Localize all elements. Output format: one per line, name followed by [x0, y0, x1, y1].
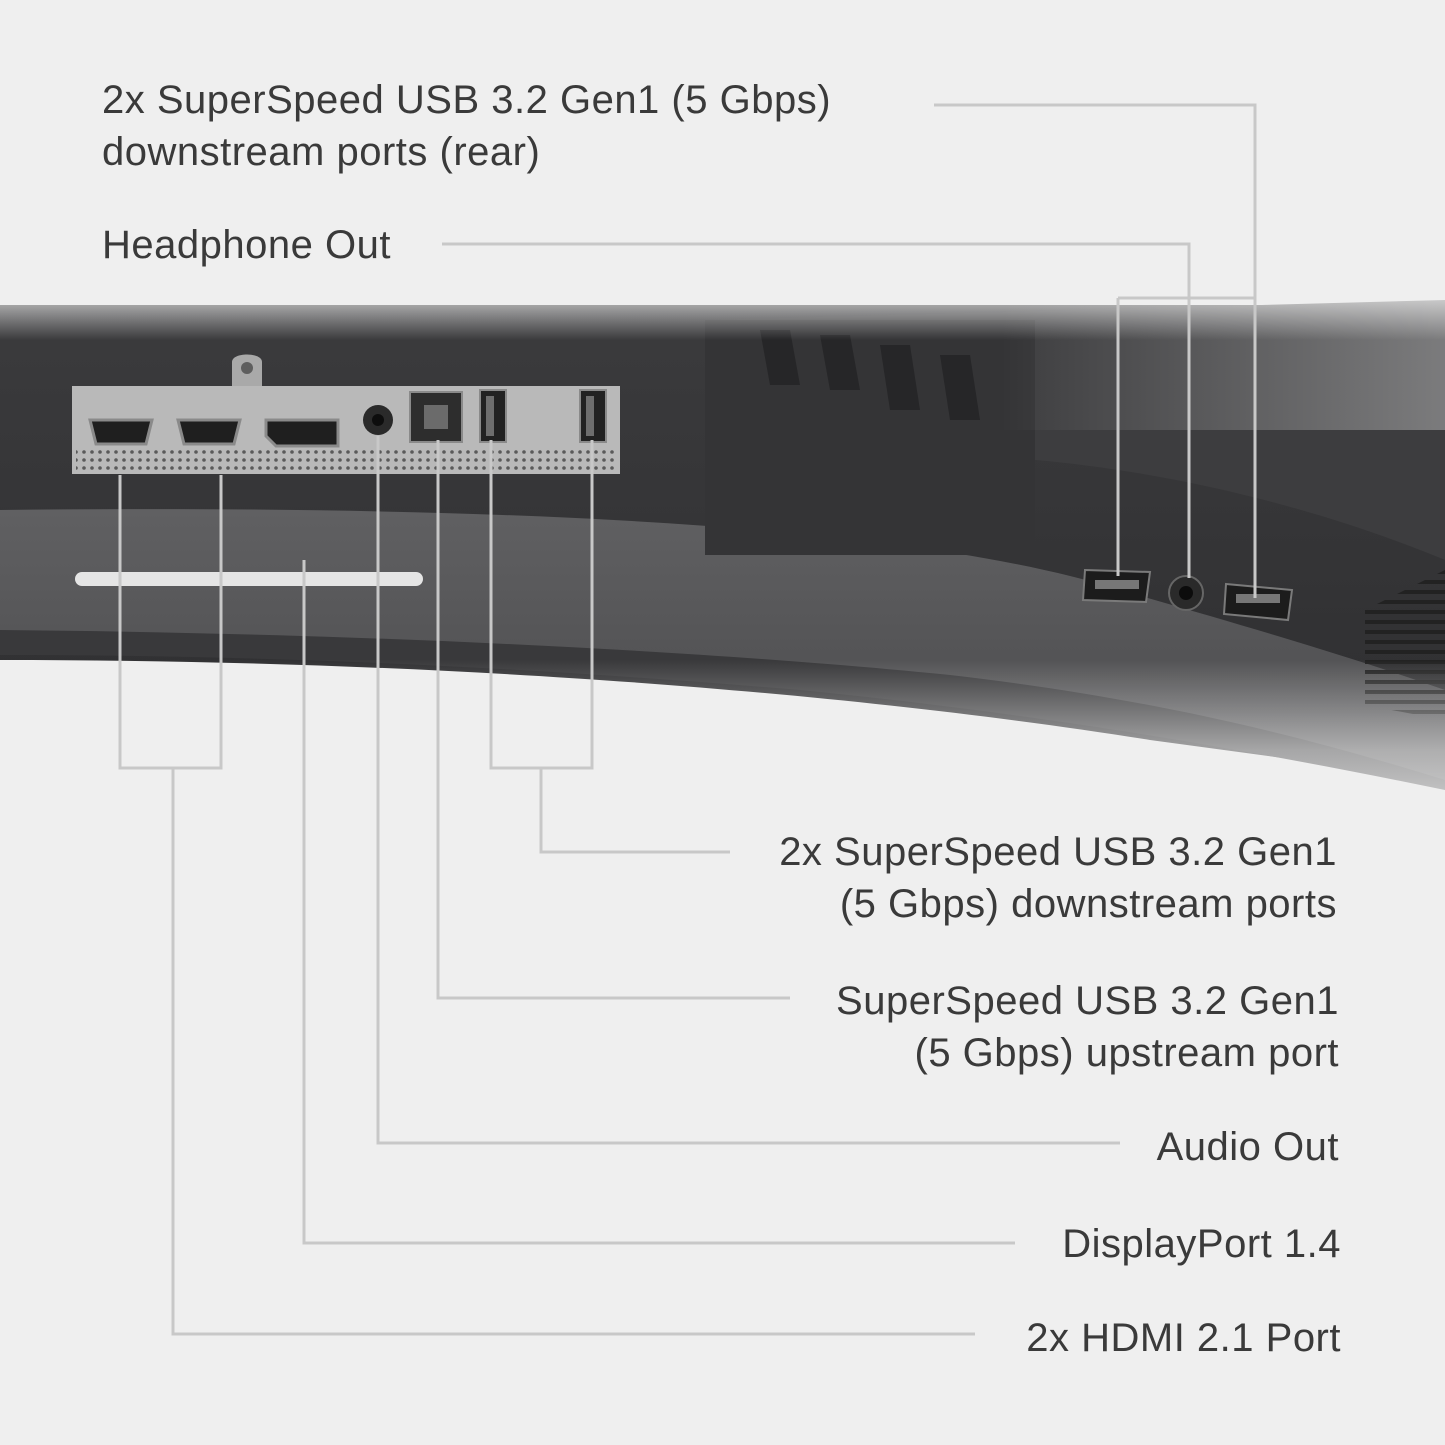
- leader-audio: [376, 436, 1120, 1145]
- leader-usb-upstream: [436, 440, 790, 1000]
- usb-downstream-port-2[interactable]: [579, 389, 607, 443]
- audio-out-jack[interactable]: [363, 405, 393, 435]
- label-usb-upstream: SuperSpeed USB 3.2 Gen1 (5 Gbps) upstrea…: [836, 975, 1339, 1079]
- label-headphone-line1: Headphone Out: [102, 223, 391, 267]
- label-audio-out: Audio Out: [1157, 1121, 1339, 1173]
- label-headphone: Headphone Out: [102, 219, 391, 271]
- side-port-panel: [1081, 568, 1294, 622]
- usb-rear-port-1[interactable]: [1081, 568, 1152, 604]
- label-usb-upstream-line2: (5 Gbps) upstream port: [914, 1031, 1339, 1075]
- headphone-jack[interactable]: [1168, 575, 1204, 611]
- hdmi-port-2[interactable]: [176, 418, 242, 446]
- leader-usb-rear: [934, 103, 1257, 598]
- mounting-screw: [241, 362, 253, 374]
- label-hdmi-line1: 2x HDMI 2.1 Port: [1026, 1316, 1341, 1360]
- usb-upstream-port[interactable]: [409, 391, 463, 443]
- label-hdmi: 2x HDMI 2.1 Port: [1026, 1312, 1341, 1364]
- usb-downstream-port-1[interactable]: [479, 389, 507, 443]
- leader-headphone: [442, 242, 1191, 578]
- label-usb-upstream-line1: SuperSpeed USB 3.2 Gen1: [836, 979, 1339, 1023]
- label-usb-rear-line1: 2x SuperSpeed USB 3.2 Gen1 (5 Gbps): [102, 78, 832, 122]
- hdmi-port-1[interactable]: [88, 418, 154, 446]
- usb-rear-port-2[interactable]: [1222, 582, 1294, 622]
- leader-displayport: [302, 560, 1015, 1245]
- label-audio-out-line1: Audio Out: [1156, 1125, 1339, 1169]
- leader-usb-downstream: [489, 440, 730, 854]
- label-usb-downstream-line1: 2x SuperSpeed USB 3.2 Gen1: [779, 830, 1337, 874]
- label-usb-rear: 2x SuperSpeed USB 3.2 Gen1 (5 Gbps) down…: [102, 74, 831, 178]
- leader-hdmi: [118, 475, 975, 1336]
- displayport-port[interactable]: [264, 418, 340, 448]
- label-displayport: DisplayPort 1.4: [1062, 1218, 1341, 1270]
- label-usb-downstream-line2: (5 Gbps) downstream ports: [839, 882, 1337, 926]
- label-displayport-line1: DisplayPort 1.4: [1062, 1222, 1341, 1266]
- light-bar: [75, 572, 423, 586]
- rear-port-panel: [72, 354, 620, 474]
- leader-lines: [118, 103, 1257, 1336]
- label-usb-downstream: 2x SuperSpeed USB 3.2 Gen1 (5 Gbps) down…: [779, 826, 1337, 930]
- label-usb-rear-line2: downstream ports (rear): [102, 130, 541, 174]
